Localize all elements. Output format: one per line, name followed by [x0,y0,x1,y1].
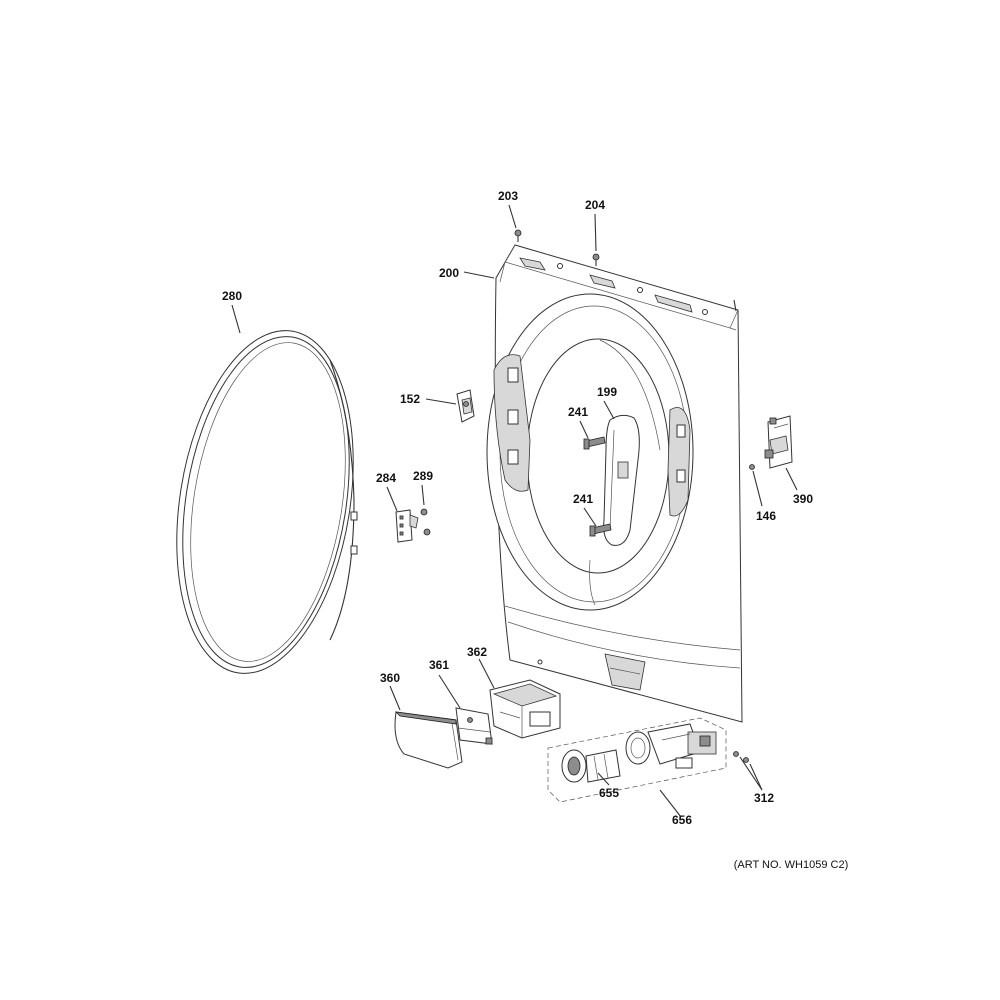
label-203: 203 [498,189,518,203]
pump-filter-part-655 [561,749,621,783]
label-312: 312 [754,791,774,805]
part-labels: 203 204 200 280 152 199 241 241 284 289 … [222,189,848,871]
housing-part-362 [489,679,561,739]
screw-part-146 [749,464,755,470]
handle-part-199 [603,414,640,546]
label-199: 199 [597,385,617,399]
label-200: 200 [439,266,459,280]
screw-part-289 [420,508,431,536]
screw-part-312 [733,751,749,763]
label-280: 280 [222,289,242,303]
label-655: 655 [599,786,619,800]
front-panel-part-200 [486,244,743,723]
label-204: 204 [585,198,605,212]
switch-assembly-part-390 [764,415,793,469]
screw-part-241-lower [589,523,612,537]
label-152: 152 [400,392,420,406]
screw-part-241-upper [583,436,606,450]
label-241-lower: 241 [573,492,593,506]
door-ring-part-280 [176,330,358,674]
screw-part-204 [592,253,600,266]
label-360: 360 [380,671,400,685]
label-390: 390 [793,492,813,506]
art-number: (ART NO. WH1059 C2) [734,859,849,871]
leader-lines [231,204,798,818]
pump-motor [625,723,717,769]
hinge-part-284 [395,509,419,543]
screw-part-203 [514,229,522,242]
label-284: 284 [376,471,396,485]
access-door-part-360 [394,711,463,769]
bracket-part-361 [455,707,493,745]
label-361: 361 [429,658,449,672]
pump-assembly-part-656 [547,717,727,803]
label-146: 146 [756,509,776,523]
label-241-upper: 241 [568,405,588,419]
label-362: 362 [467,645,487,659]
bracket-part-152 [456,389,475,423]
label-656: 656 [672,813,692,827]
label-289: 289 [413,469,433,483]
